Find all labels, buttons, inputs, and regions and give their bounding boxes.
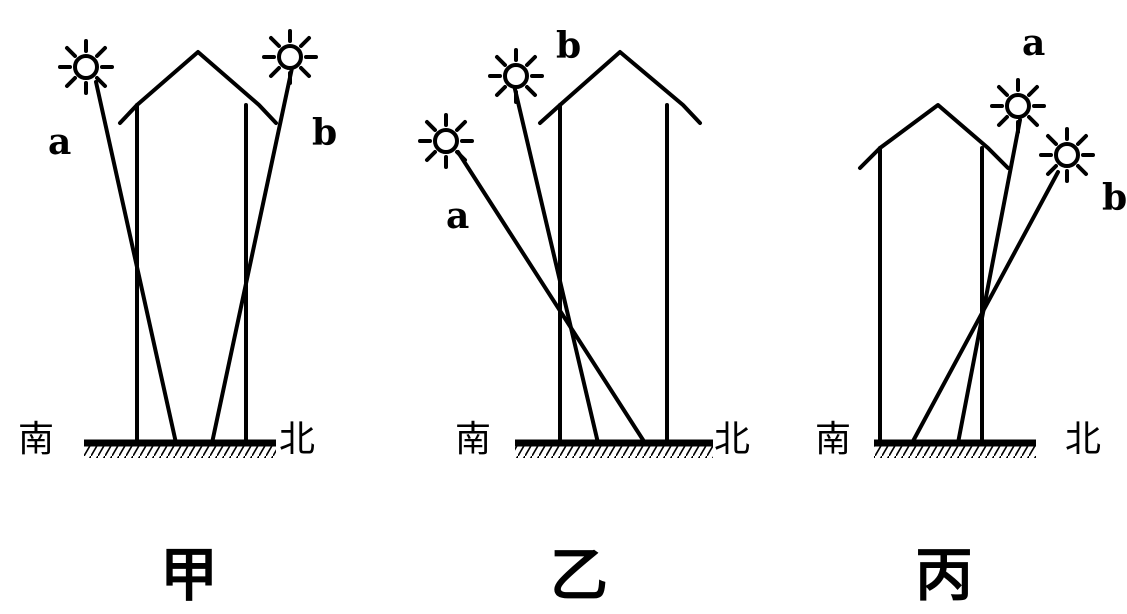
sun-a-label: a	[48, 121, 71, 163]
north-label: 北	[1065, 419, 1101, 460]
sun-a-label: a	[446, 195, 469, 237]
sun-b-icon	[488, 48, 544, 104]
panel-jia: a b 南 北 甲	[18, 29, 337, 609]
sunray-a	[94, 80, 178, 445]
house-roof	[118, 50, 278, 125]
north-label: 北	[714, 419, 750, 460]
south-label: 南	[455, 419, 491, 460]
sun-a-icon	[418, 113, 474, 169]
sun-a-label: a	[1022, 22, 1045, 64]
south-label: 南	[18, 419, 54, 460]
panel-bing: a b 南 北 丙	[815, 22, 1127, 609]
house-roof	[538, 50, 702, 125]
north-label: 北	[279, 419, 315, 460]
sun-b-label: b	[1102, 177, 1127, 219]
sunray-a	[956, 118, 1022, 445]
sunray-b	[512, 83, 600, 445]
panel-caption: 甲	[160, 541, 218, 609]
south-label: 南	[815, 419, 851, 460]
panel-caption: 丙	[915, 541, 973, 609]
sun-b-label: b	[556, 25, 581, 67]
sun-b-icon	[1039, 127, 1095, 183]
sun-b-label: b	[312, 112, 337, 154]
panel-yi: a b 南 北 乙	[418, 25, 750, 609]
sun-b-icon	[262, 29, 318, 85]
sunray-b	[210, 66, 294, 445]
sun-a-icon	[990, 78, 1046, 134]
sun-a-icon	[58, 39, 114, 95]
sunray-b	[910, 170, 1060, 445]
house-roof	[858, 103, 1010, 170]
sunray-a	[456, 150, 647, 445]
panel-caption: 乙	[550, 541, 608, 609]
